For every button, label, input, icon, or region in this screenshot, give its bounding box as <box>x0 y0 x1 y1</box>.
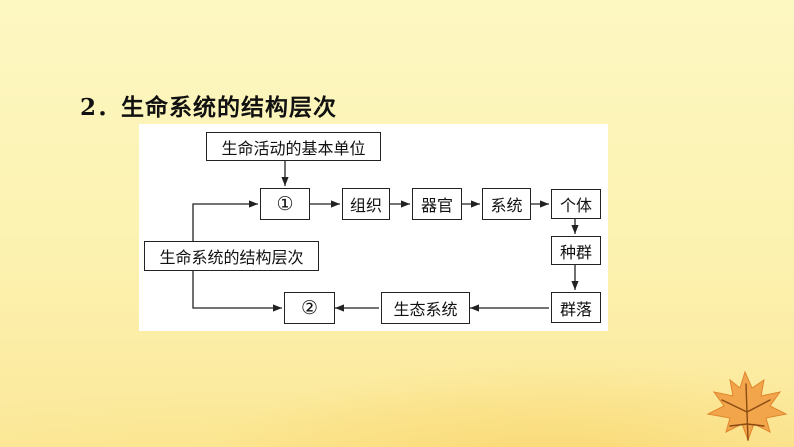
hierarchy-diagram-panel: 生命活动的基本单位 ① 组织 器官 系统 个体 种群 群落 生态系统 ② 生命系… <box>139 124 608 331</box>
node-individual: 个体 <box>551 189 601 219</box>
node-population: 种群 <box>551 236 601 265</box>
node-biosphere-blank: ② <box>284 292 335 324</box>
node-community: 群落 <box>551 292 601 323</box>
section-heading: 2．生命系统的结构层次 <box>80 94 338 121</box>
node-tissue: 组织 <box>342 188 390 220</box>
node-cell-blank: ① <box>260 188 310 220</box>
node-hierarchy-label: 生命系统的结构层次 <box>144 241 319 271</box>
node-system: 系统 <box>482 188 531 220</box>
connector-layer <box>192 161 579 312</box>
node-basic-unit: 生命活动的基本单位 <box>206 132 381 161</box>
maple-leaf-icon <box>706 370 788 442</box>
bracket-hierarchy-to-cell <box>192 200 258 241</box>
node-organ: 器官 <box>412 188 462 220</box>
node-ecosystem: 生态系统 <box>381 292 470 324</box>
bracket-hierarchy-to-biosphere <box>192 271 282 312</box>
